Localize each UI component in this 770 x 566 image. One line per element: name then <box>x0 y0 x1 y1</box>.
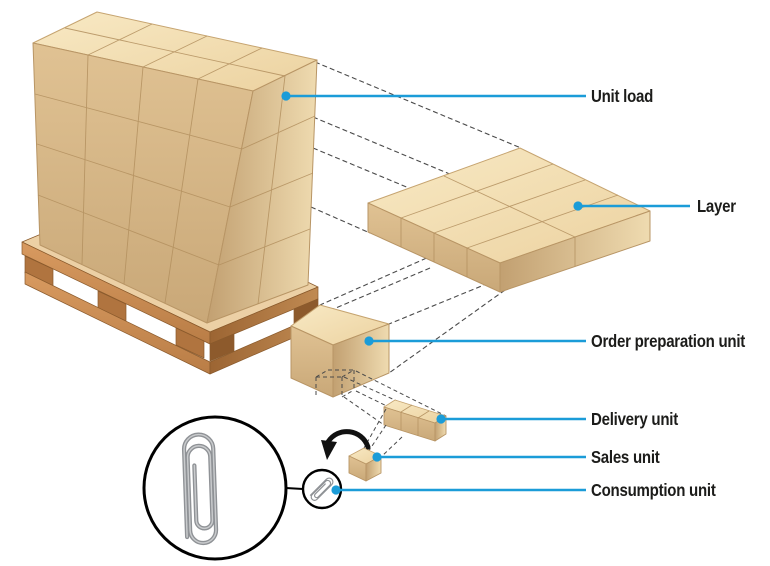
sales-unit-box <box>348 447 382 482</box>
unit-load-stack <box>32 11 318 324</box>
magnifier-circle-icon <box>142 415 288 561</box>
layer-boxes <box>367 147 651 293</box>
leader-consumption-unit <box>331 485 586 495</box>
delivery-unit-boxes <box>383 399 447 442</box>
paperclip-icon <box>181 432 219 546</box>
leader-delivery-unit <box>436 414 586 424</box>
leader-order-preparation-unit <box>364 336 586 346</box>
label-unit-load: Unit load <box>591 86 654 106</box>
label-layer: Layer <box>697 196 736 216</box>
label-sales-unit: Sales unit <box>591 447 660 467</box>
small-paperclip-icon <box>309 477 334 501</box>
leader-unit-load <box>281 91 586 101</box>
label-order-preparation-unit: Order preparation unit <box>591 331 746 351</box>
label-consumption-unit: Consumption unit <box>591 480 716 500</box>
label-delivery-unit: Delivery unit <box>591 409 678 429</box>
magnifier-connector-line <box>285 487 304 490</box>
order-preparation-box <box>290 304 390 398</box>
leader-sales-unit <box>372 452 586 462</box>
leader-layer <box>573 201 690 211</box>
curved-arrow-icon <box>321 429 371 460</box>
